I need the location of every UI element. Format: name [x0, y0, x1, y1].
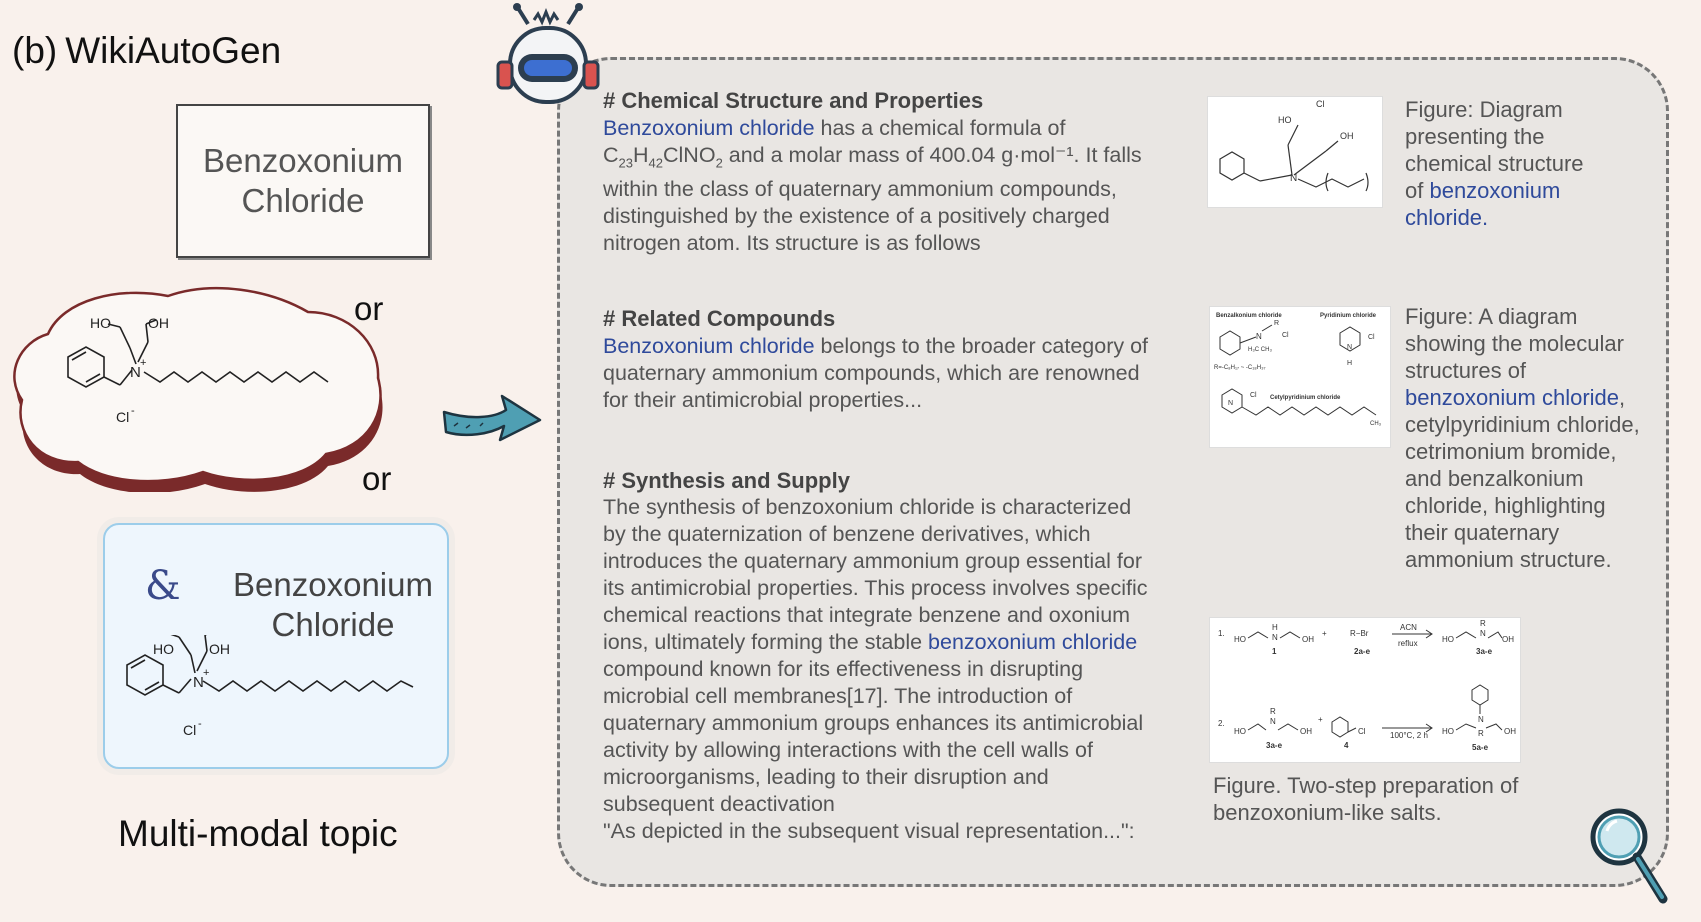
svg-text:Cl: Cl — [1316, 99, 1325, 109]
link-benzoxonium-3[interactable]: benzoxonium chloride — [928, 630, 1138, 654]
svg-text:1.: 1. — [1218, 629, 1225, 638]
svg-text:R=-C₈H₁₇ ~ -C₁₈H₃₇: R=-C₈H₁₇ ~ -C₁₈H₃₇ — [1214, 365, 1266, 371]
svg-text:R: R — [1274, 320, 1279, 327]
or-label-2: or — [362, 460, 392, 497]
ho-label: HO — [90, 315, 111, 331]
multimodal-topic-box: & Benzoxonium Chloride N + Cl - HO OH — [103, 523, 449, 769]
svg-text:HO: HO — [1442, 727, 1454, 736]
svg-text:N: N — [1290, 173, 1297, 184]
section-3-body: The synthesis of benzoxonium chloride is… — [603, 495, 1148, 843]
text-topic-box: Benzoxonium Chloride — [176, 104, 430, 258]
ampersand: & — [145, 563, 181, 609]
svg-text:H: H — [1272, 623, 1278, 632]
plus-label: + — [140, 357, 146, 369]
svg-text:OH: OH — [1300, 727, 1312, 736]
section-1-heading: # Chemical Structure and Properties — [603, 88, 984, 113]
svg-text:HO: HO — [1234, 635, 1246, 644]
svg-text:OH: OH — [1302, 635, 1314, 644]
svg-text:H₃C CH₃: H₃C CH₃ — [1248, 347, 1272, 353]
svg-text:HO: HO — [1442, 635, 1454, 644]
mm-cl-label: Cl — [183, 722, 196, 738]
svg-text:Cl: Cl — [1250, 392, 1257, 399]
cl-label: Cl — [116, 409, 129, 425]
svg-text:CH₃: CH₃ — [1370, 421, 1382, 427]
svg-text:Cl: Cl — [1358, 727, 1366, 736]
figure-3-image: 1. HO H N OH 1 + R−Br 2a-e ACN reflux HO… — [1209, 617, 1521, 763]
svg-text:Cl: Cl — [1368, 334, 1375, 341]
svg-text:100°C, 2 h: 100°C, 2 h — [1390, 731, 1428, 740]
svg-text:OH: OH — [1504, 727, 1516, 736]
svg-text:R: R — [1480, 619, 1486, 628]
svg-text:5a-e: 5a-e — [1472, 743, 1489, 752]
svg-text:R−Br: R−Br — [1350, 629, 1369, 638]
arrow-icon — [442, 394, 542, 442]
multimodal-topic-name: Benzoxonium Chloride — [223, 565, 443, 645]
svg-text:ACN: ACN — [1400, 623, 1417, 632]
svg-text:Cetylpyridinium chloride: Cetylpyridinium chloride — [1270, 395, 1341, 401]
svg-text:N: N — [1256, 332, 1262, 341]
svg-text:2.: 2. — [1218, 719, 1225, 728]
svg-text:HO: HO — [1234, 727, 1246, 736]
svg-text:reflux: reflux — [1398, 639, 1418, 648]
topic-line-1: Benzoxonium — [203, 142, 403, 179]
section-1-body: Benzoxonium chloride has a chemical form… — [603, 115, 1183, 257]
mm-plus-label: + — [203, 667, 209, 679]
figure-1-link[interactable]: benzoxonium — [1429, 178, 1561, 203]
formula-line: C23H42ClNO2 and a molar mass of 400.04 g… — [603, 143, 1142, 171]
svg-text:H: H — [1347, 360, 1352, 367]
link-benzoxonium-2[interactable]: Benzoxonium chloride — [603, 334, 815, 358]
figure-2-link[interactable]: benzoxonium chloride — [1405, 385, 1620, 410]
oh-label: OH — [148, 315, 169, 331]
panel-label: (b)WikiAutoGen — [12, 30, 281, 72]
link-benzoxonium-1[interactable]: Benzoxonium chloride — [603, 116, 815, 140]
svg-text:Cl: Cl — [1282, 332, 1289, 339]
svg-text:OH: OH — [1502, 635, 1514, 644]
svg-text:N: N — [1228, 400, 1233, 407]
mm-structure: N + Cl - — [126, 635, 414, 738]
section-3-heading: # Synthesis and Supply — [603, 468, 850, 493]
topic-line-2: Chloride — [241, 182, 365, 219]
minus-label: - — [131, 405, 135, 417]
svg-text:3a-e: 3a-e — [1476, 647, 1493, 656]
mm-n-label: N — [193, 674, 204, 691]
diagram-title: WikiAutoGen — [65, 30, 282, 71]
mm-oh-label: OH — [209, 641, 230, 657]
cloud-shape: HO OH N + Cl - — [13, 286, 383, 494]
svg-text:3a-e: 3a-e — [1266, 741, 1283, 750]
svg-text:R: R — [1478, 729, 1484, 738]
svg-text:Pyridinium chloride: Pyridinium chloride — [1320, 313, 1377, 319]
svg-text:4: 4 — [1344, 741, 1349, 750]
mm-ho-label: HO — [153, 641, 174, 657]
panel-letter: (b) — [12, 30, 58, 71]
svg-text:R: R — [1270, 707, 1276, 716]
svg-text:N: N — [1272, 633, 1278, 642]
svg-text:Benzalkonium chloride: Benzalkonium chloride — [1216, 313, 1282, 319]
svg-text:HO: HO — [1278, 115, 1292, 125]
svg-text:+: + — [1322, 629, 1327, 638]
section-2-heading: # Related Compounds — [603, 306, 836, 331]
figure-1-caption: Figure: Diagram presenting the chemical … — [1405, 97, 1584, 230]
mm-name-line-1: Benzoxonium — [233, 566, 433, 603]
figure-2-image: Benzalkonium chloride Pyridinium chlorid… — [1209, 306, 1391, 448]
svg-text:OH: OH — [1340, 131, 1354, 141]
figure-2-caption: Figure: A diagram showing the molecular … — [1405, 304, 1640, 572]
multimodal-topic-caption: Multi-modal topic — [118, 813, 398, 854]
image-topic-cloud: HO OH N + Cl - — [8, 282, 388, 494]
svg-text:+: + — [1318, 715, 1323, 724]
svg-text:N: N — [1270, 717, 1276, 726]
svg-text:N: N — [1347, 344, 1352, 351]
section-2-body: Benzoxonium chloride belongs to the broa… — [603, 334, 1149, 412]
svg-text:N: N — [1480, 629, 1486, 638]
mm-name-line-2: Chloride — [271, 606, 395, 643]
figure-1-image: HO OH N Cl — [1207, 96, 1383, 208]
or-label-1: or — [354, 290, 384, 327]
svg-text:1: 1 — [1272, 647, 1277, 656]
magnifier-icon — [1590, 808, 1668, 904]
robot-icon — [496, 3, 600, 104]
svg-text:N: N — [1478, 715, 1484, 724]
svg-text:2a-e: 2a-e — [1354, 647, 1371, 656]
mm-minus-label: - — [198, 718, 202, 730]
n-label: N — [130, 364, 141, 381]
figure-3-caption: Figure. Two-step preparation of benzoxon… — [1213, 773, 1519, 825]
